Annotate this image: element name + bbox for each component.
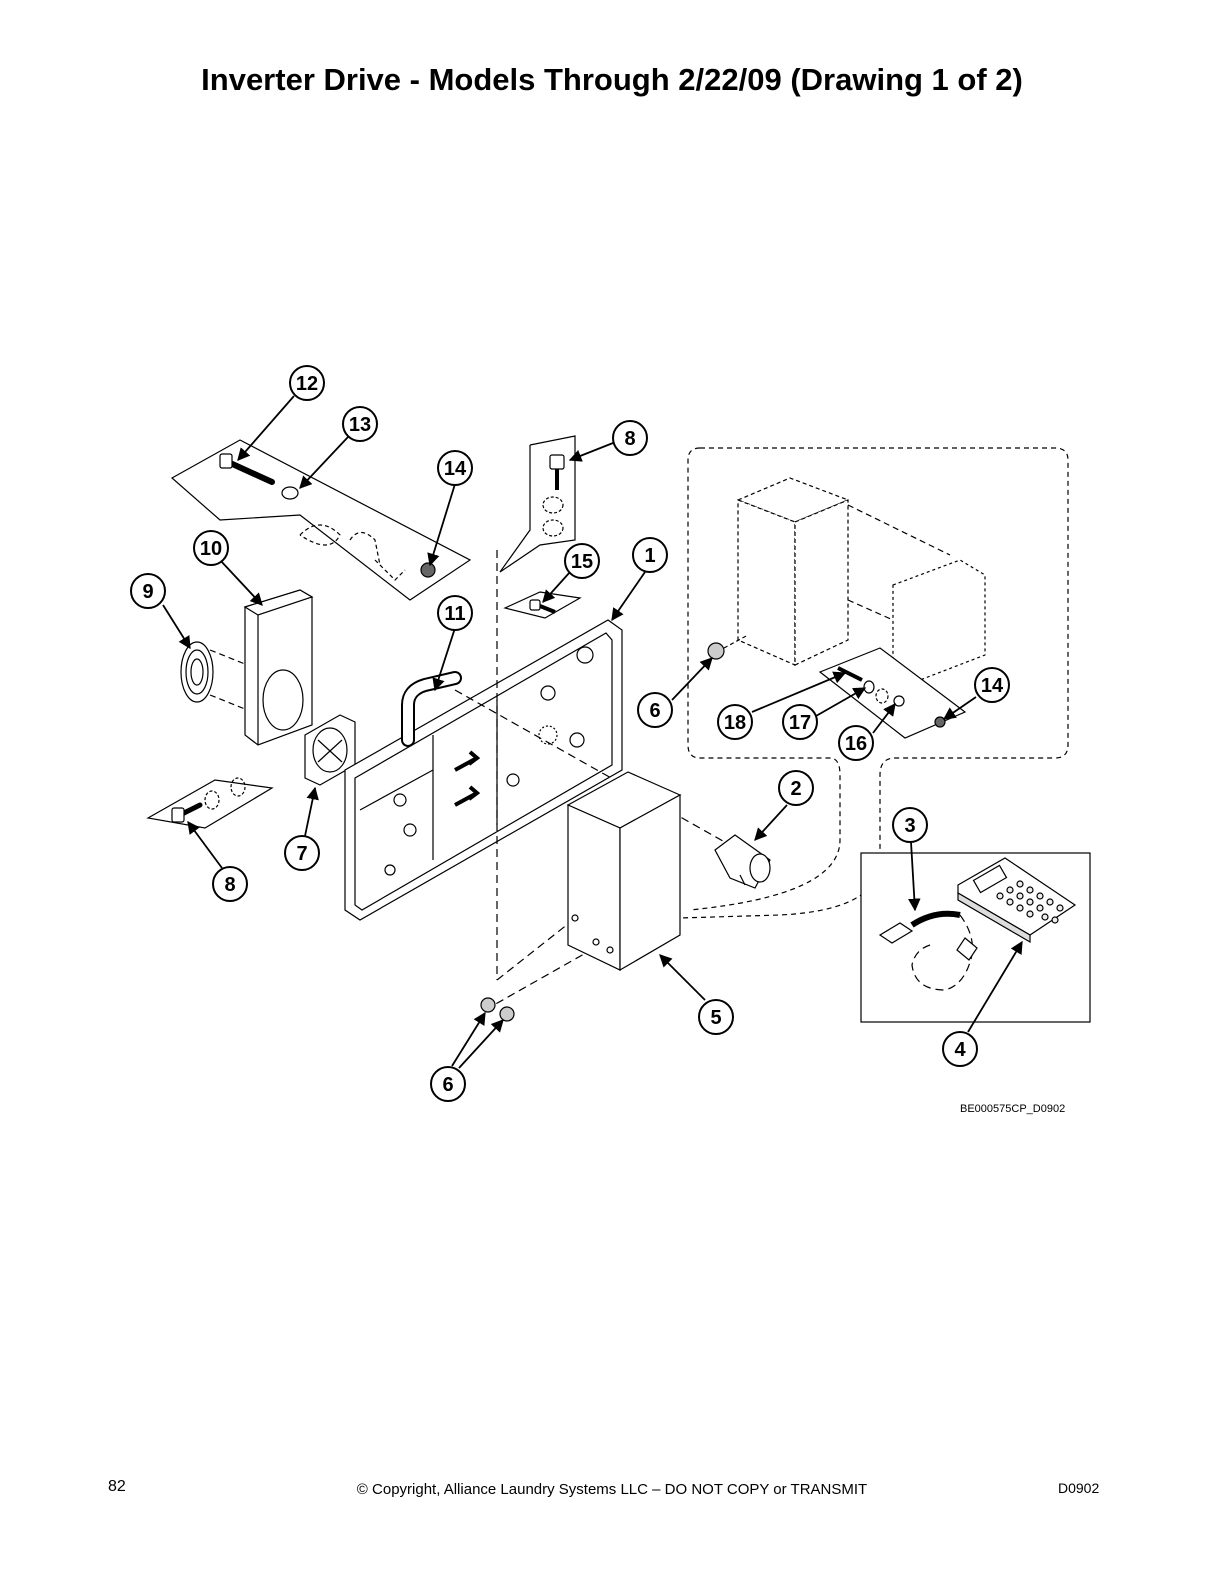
callout-8: 8 xyxy=(612,420,648,456)
callout-11: 11 xyxy=(437,595,473,631)
connector xyxy=(714,834,771,889)
svg-text:18: 18 xyxy=(724,712,746,734)
mid-screw-panel xyxy=(503,591,582,619)
svg-text:16: 16 xyxy=(845,733,867,755)
callout-15: 15 xyxy=(564,543,600,579)
callout-6-lower: 6 xyxy=(430,1066,466,1102)
svg-text:8: 8 xyxy=(624,428,635,450)
page-number: 82 xyxy=(108,1478,126,1495)
fan-duct xyxy=(243,589,314,746)
callout-17: 17 xyxy=(782,704,818,740)
svg-text:6: 6 xyxy=(442,1074,453,1096)
callout-8-lower: 8 xyxy=(212,866,248,902)
callout-14-inset: 14 xyxy=(974,667,1010,703)
page-title: Inverter Drive - Models Through 2/22/09 … xyxy=(201,62,1023,97)
leader-lines xyxy=(162,395,1023,1069)
keypad-inset xyxy=(860,852,1091,1023)
mounting-plate xyxy=(344,619,623,921)
svg-text:1: 1 xyxy=(644,545,655,567)
inset-region xyxy=(679,447,1069,919)
assembly-lines xyxy=(454,550,731,1011)
callouts: 12 13 14 8 10 9 15 1 11 6 18 17 14 16 2 … xyxy=(130,365,1010,1102)
callout-16: 16 xyxy=(838,725,874,761)
callout-6-inset: 6 xyxy=(637,692,673,728)
copyright-notice: © Copyright, Alliance Laundry Systems LL… xyxy=(356,1481,868,1498)
svg-text:2: 2 xyxy=(790,778,801,800)
svg-text:4: 4 xyxy=(954,1039,966,1061)
document-code: D0902 xyxy=(1058,1480,1100,1496)
svg-text:10: 10 xyxy=(200,538,222,560)
callout-7: 7 xyxy=(284,835,320,871)
callout-14: 14 xyxy=(437,450,473,486)
callout-9: 9 xyxy=(130,573,166,609)
svg-text:6: 6 xyxy=(649,700,660,722)
svg-text:12: 12 xyxy=(296,373,318,395)
callout-13: 13 xyxy=(342,406,378,442)
callout-18: 18 xyxy=(717,704,753,740)
svg-text:14: 14 xyxy=(981,675,1004,697)
lower-screw-panel xyxy=(146,777,274,829)
screw-detail-panel xyxy=(170,439,472,601)
callout-2: 2 xyxy=(778,770,814,806)
svg-text:13: 13 xyxy=(349,414,371,436)
svg-text:15: 15 xyxy=(571,551,593,573)
grommets-lower xyxy=(480,997,515,1022)
callout-1: 1 xyxy=(632,537,668,573)
callout-10: 10 xyxy=(193,530,229,566)
svg-text:9: 9 xyxy=(142,581,153,603)
callout-12: 12 xyxy=(289,365,325,401)
svg-text:17: 17 xyxy=(789,712,811,734)
svg-text:7: 7 xyxy=(296,843,307,865)
callout-4: 4 xyxy=(942,1031,978,1067)
drawing-id: BE000575CP_D0902 xyxy=(960,1103,1066,1115)
svg-text:11: 11 xyxy=(444,603,465,625)
svg-text:5: 5 xyxy=(710,1007,721,1029)
svg-text:8: 8 xyxy=(224,874,235,896)
svg-text:14: 14 xyxy=(444,458,467,480)
callout-3: 3 xyxy=(892,807,928,843)
callout-5: 5 xyxy=(698,999,734,1035)
drive-box xyxy=(566,771,682,972)
top-screw-panel xyxy=(499,435,576,573)
hose xyxy=(401,671,462,747)
svg-text:3: 3 xyxy=(904,815,915,837)
